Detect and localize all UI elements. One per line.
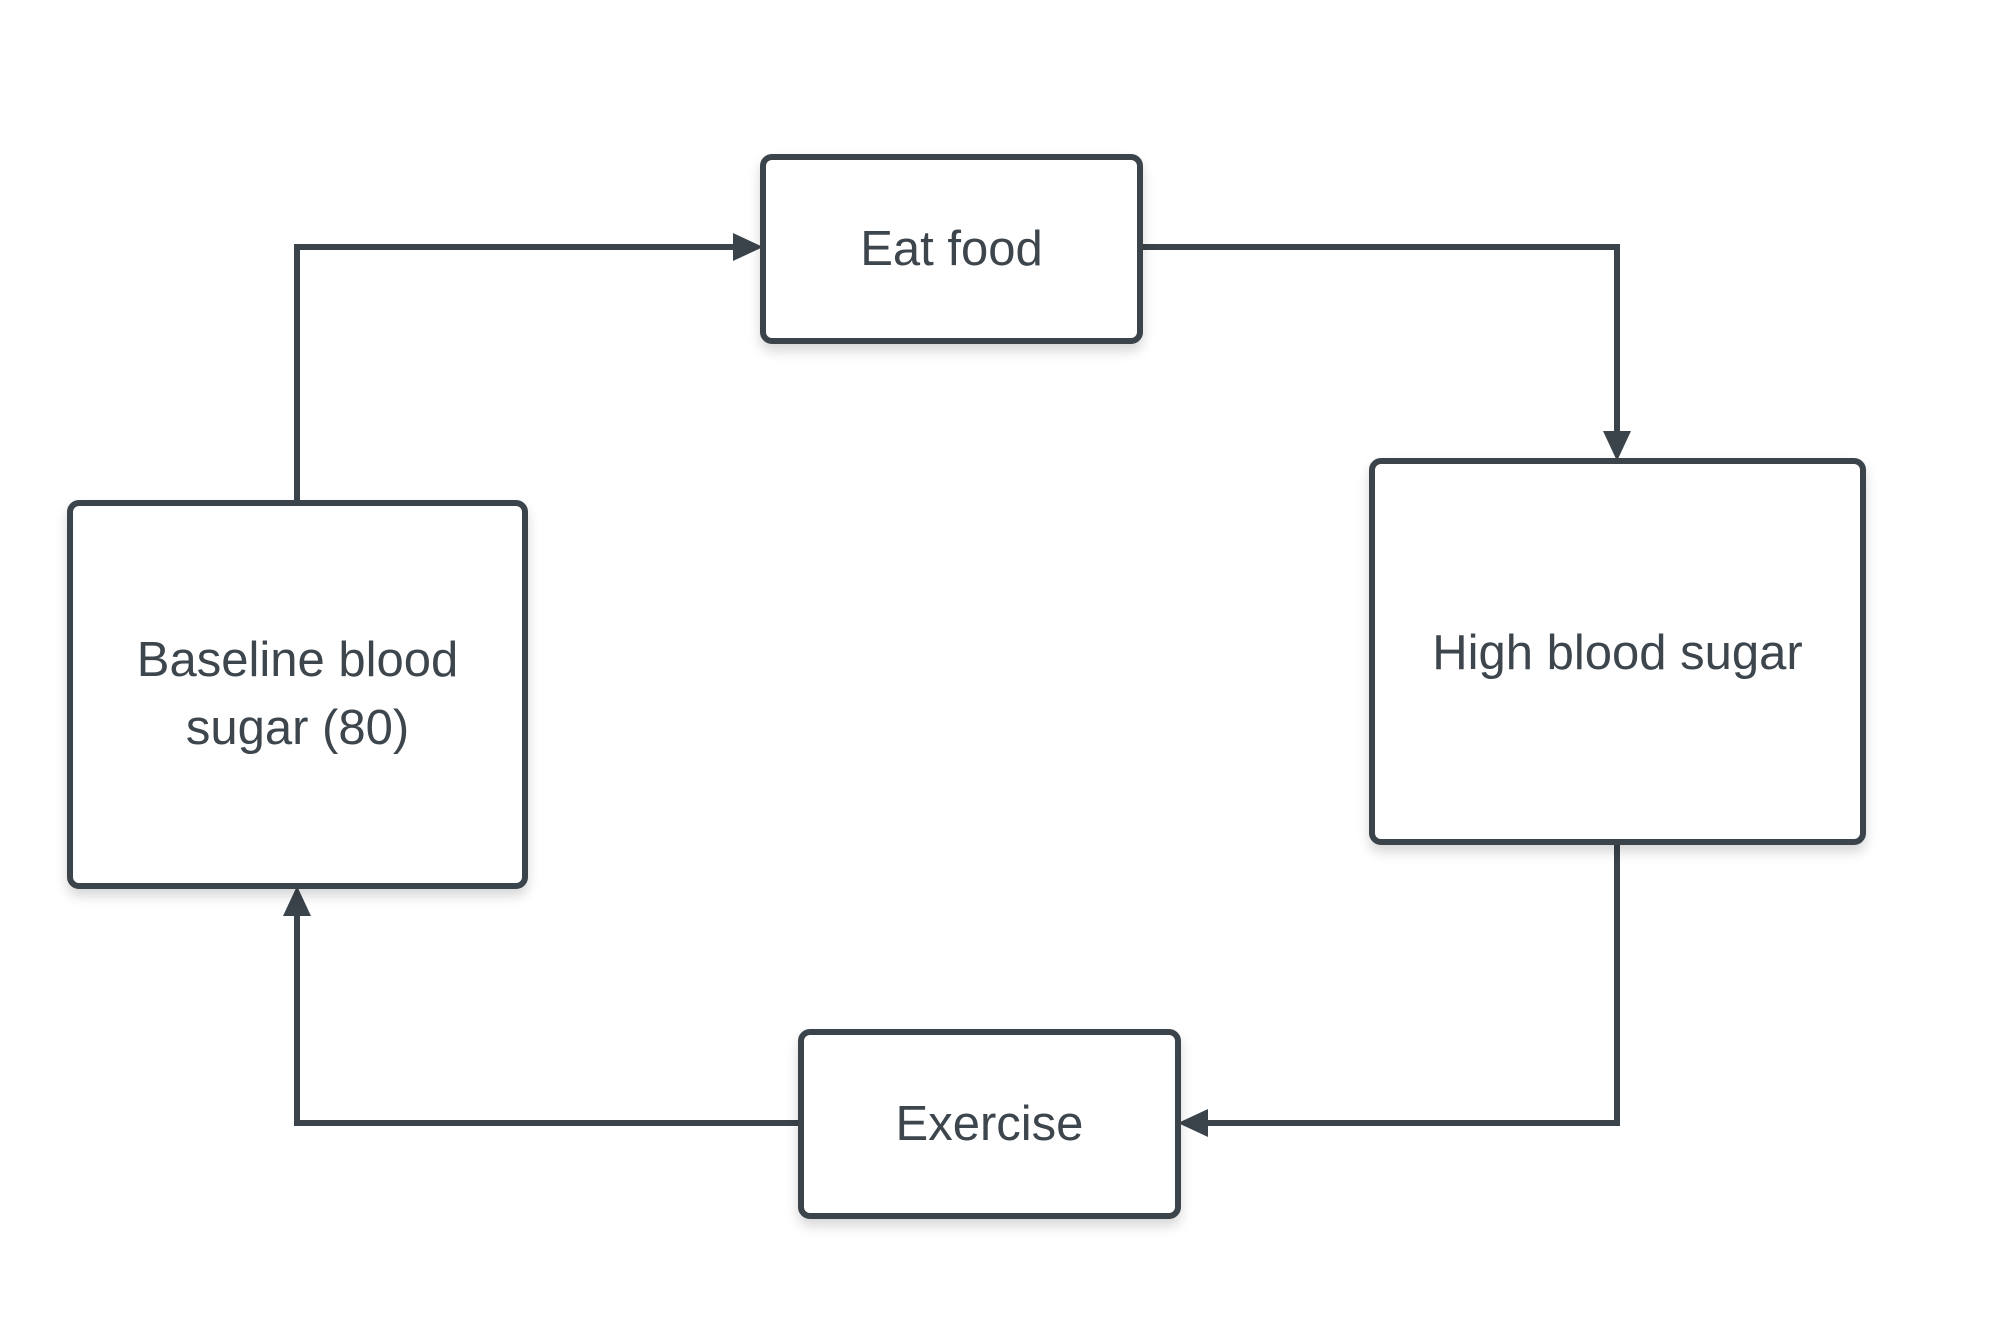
edge-baseline-to-eat-food — [294, 244, 735, 500]
node-eat-food: Eat food — [760, 154, 1143, 344]
arrowhead-into-eat-food — [733, 233, 763, 261]
node-baseline-blood-sugar: Baseline blood sugar (80) — [67, 500, 528, 889]
arrowhead-into-exercise — [1178, 1109, 1208, 1137]
edge-exercise-to-baseline — [294, 915, 798, 1126]
arrowhead-into-baseline — [283, 886, 311, 916]
node-eat-food-label: Eat food — [860, 222, 1043, 276]
node-high-blood-sugar: High blood sugar — [1369, 458, 1866, 845]
edge-high-blood-sugar-to-exercise — [1208, 845, 1620, 1126]
node-baseline-blood-sugar-label: Baseline blood sugar (80) — [136, 633, 459, 755]
node-high-blood-sugar-label: High blood sugar — [1432, 626, 1803, 680]
node-exercise: Exercise — [798, 1029, 1181, 1219]
edge-eat-food-to-high-blood-sugar — [1143, 244, 1620, 432]
node-exercise-label: Exercise — [895, 1097, 1084, 1151]
arrowhead-into-high-blood-sugar — [1603, 431, 1631, 461]
